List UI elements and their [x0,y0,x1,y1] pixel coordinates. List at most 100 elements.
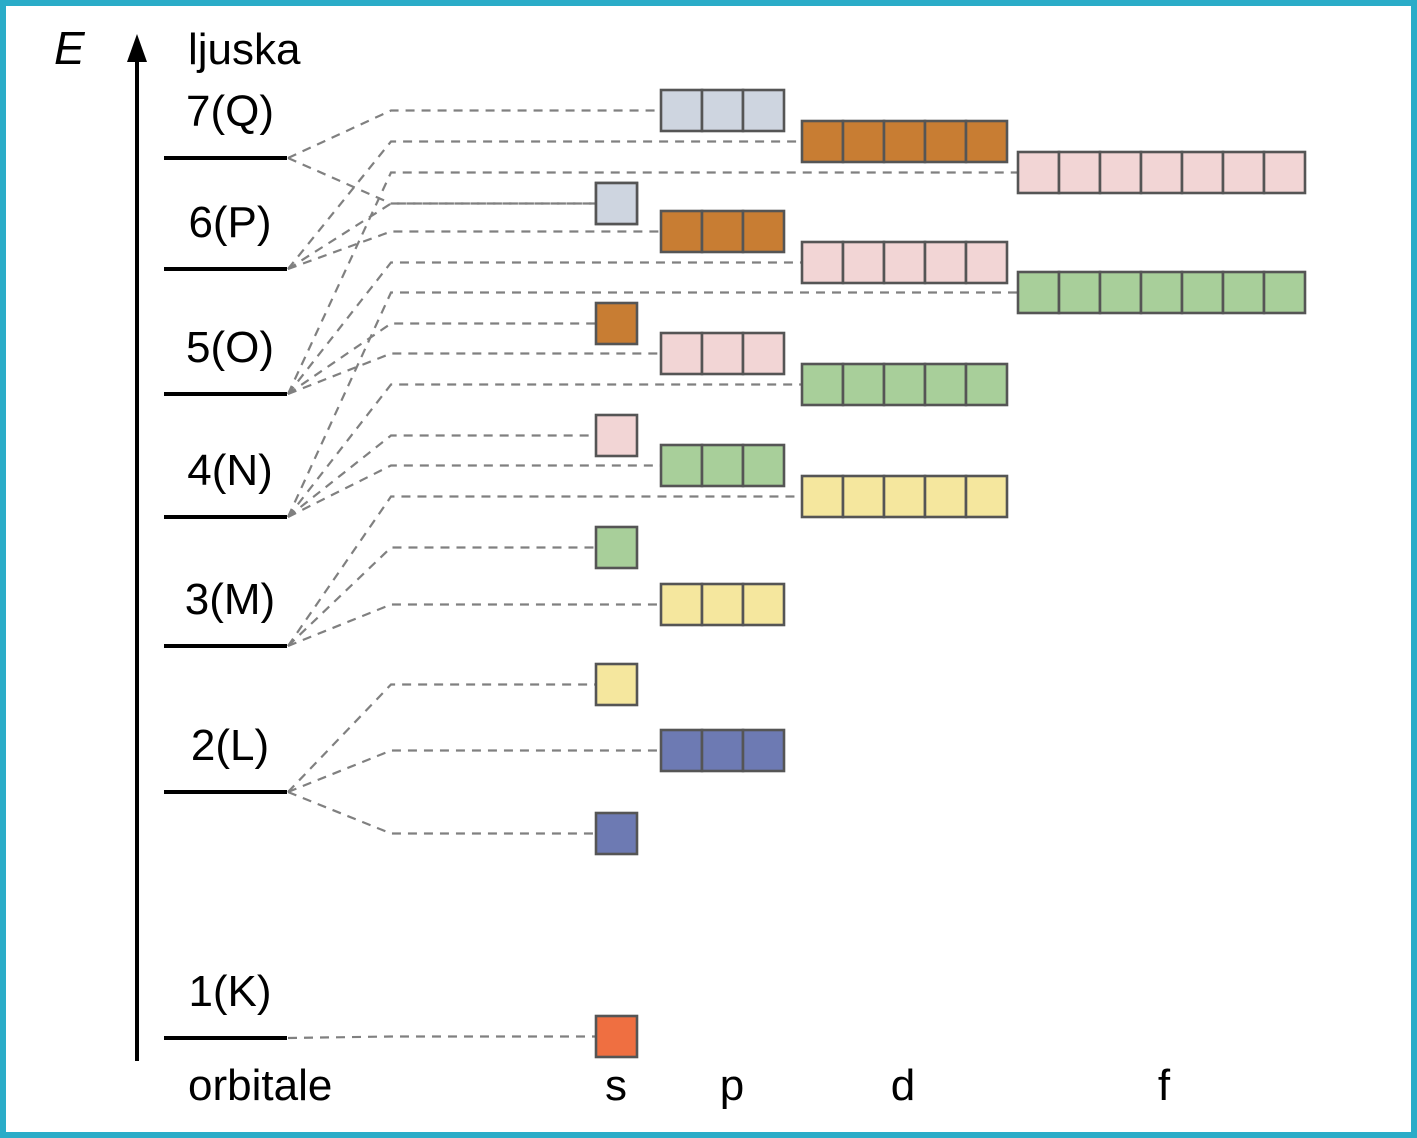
orbital-3s [594,525,639,570]
orbital-box [741,728,786,773]
orbital-box [964,474,1009,519]
orbital-box [741,209,786,254]
orbital-box [700,582,745,627]
orbital-box [594,301,639,346]
column-labels: s p d f [605,1061,1171,1110]
orbital-box [659,331,704,376]
orbital-5s [594,301,639,346]
orbital-3p [659,582,786,627]
connector-3-to-3s [287,546,596,647]
orbital-2p [659,728,786,773]
orbital-box [841,474,886,519]
shell-level-7: 7(Q) [164,87,287,160]
shell-label-1: 1(K) [188,967,271,1016]
shell-column-header: ljuska [188,25,301,74]
orbital-4p [659,443,786,488]
orbital-box [1016,270,1061,315]
connector-6-to-6d [287,140,802,270]
orbital-box [800,474,845,519]
column-label-s: s [605,1061,627,1110]
orbital-1s0 [594,811,639,856]
orbital-box [800,362,845,407]
orbital-box [594,1014,639,1059]
orbital-box [964,362,1009,407]
orbital-box [923,240,968,285]
connector-3-to-3d [287,495,802,647]
orbital-box-group [594,88,1307,1059]
orbital-6s [594,181,639,226]
shell-level-6: 6(P) [164,198,287,271]
connector-group [287,109,1018,1040]
shell-label-5: 5(O) [186,323,274,372]
connector-4-to-4s [287,434,596,518]
orbital-box [1221,270,1266,315]
orbital-5f [1016,150,1307,195]
column-label-d: d [891,1061,915,1110]
orbital-box [594,525,639,570]
orbital-box [1098,150,1143,195]
orbital-box [1221,150,1266,195]
connector-6-to-6p [287,230,661,271]
orbital-box [800,240,845,285]
orbital-7p [659,88,786,133]
connector-5-to-5p [287,352,661,396]
connector-5-to-5s [287,322,596,395]
connector-5-to-5d [287,261,802,395]
orbital-box [841,362,886,407]
diagram-canvas: E ljuska orbitale s p d f 7(Q)6(P)5(O)4(… [54,22,1307,1110]
orbital-box [700,331,745,376]
energy-axis-label: E [54,22,86,74]
orbital-box [1016,150,1061,195]
shell-level-1: 1(K) [164,967,287,1040]
orbital-6p [659,209,786,254]
orbital-5d [800,240,1009,285]
orbital-box [1262,150,1307,195]
orbital-box [1262,270,1307,315]
connector-4-to-4f [287,291,1018,518]
orbital-5p [659,331,786,376]
orbital-box [1139,150,1184,195]
orbital-box [594,811,639,856]
orbital-box [1180,150,1225,195]
orbital-box [659,728,704,773]
orbital-box [659,88,704,133]
connector-6-to-6s [287,202,596,270]
orbital-box [659,443,704,488]
orbital-box [594,413,639,458]
orbital-3d [800,474,1009,519]
orbital-box [1139,270,1184,315]
connector-3-to-3p [287,603,661,648]
orbital-box [700,209,745,254]
connector-2-to-2s [287,683,596,793]
orbital-box [1057,150,1102,195]
orbital-box [800,119,845,164]
orbital-box [741,88,786,133]
orbital-box [700,88,745,133]
connector-1-to-1s_K [287,1035,596,1040]
orbital-box [964,119,1009,164]
shell-label-3: 3(M) [185,575,275,624]
orbital-box [700,443,745,488]
connector-4-to-4p [287,464,661,518]
orbital-box [1098,270,1143,315]
orbital-4s [594,413,639,458]
orbital-column-header: orbitale [188,1061,332,1110]
orbital-box [1180,270,1225,315]
connector-4-to-4d [287,383,802,518]
orbital-4d [800,362,1009,407]
orbital-box [882,362,927,407]
orbital-box [1057,270,1102,315]
shell-level-5: 5(O) [164,323,287,396]
shell-label-7: 7(Q) [186,87,274,136]
orbital-4f [1016,270,1307,315]
orbital-box [741,443,786,488]
orbital-6d [800,119,1009,164]
connector-2-to-1s0 [287,790,596,835]
orbital-box [594,181,639,226]
orbital-box [741,331,786,376]
energy-axis-arrowhead [127,34,147,62]
column-label-p: p [720,1061,744,1110]
orbital-box [659,582,704,627]
orbital-1s_K [594,1014,639,1059]
